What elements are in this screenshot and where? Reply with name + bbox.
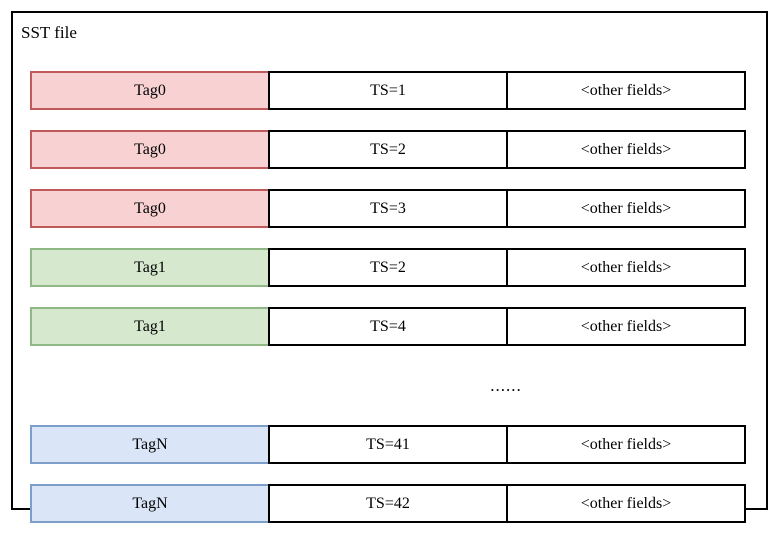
- sst-file-title: SST file: [21, 23, 77, 42]
- record-tag-cell: Tag1: [30, 307, 270, 346]
- record-timestamp-cell: TS=4: [268, 307, 508, 346]
- record-other-fields-cell: <other fields>: [506, 130, 746, 169]
- ellipsis-icon: ......: [490, 375, 522, 395]
- record-tag-cell: Tag0: [30, 130, 270, 169]
- record-other-fields-cell: <other fields>: [506, 307, 746, 346]
- record-tag-cell: TagN: [30, 484, 270, 523]
- record-timestamp-cell: TS=3: [268, 189, 508, 228]
- record-tag-cell: TagN: [30, 425, 270, 464]
- records-ellipsis-row: ......: [30, 366, 750, 405]
- record-other-fields-cell: <other fields>: [506, 425, 746, 464]
- record-timestamp-cell: TS=41: [268, 425, 508, 464]
- record-other-fields-cell: <other fields>: [506, 71, 746, 110]
- record-tag-cell: Tag0: [30, 71, 270, 110]
- record-timestamp-cell: TS=42: [268, 484, 508, 523]
- record-other-fields-cell: <other fields>: [506, 484, 746, 523]
- record-timestamp-cell: TS=2: [268, 248, 508, 287]
- record-tag-cell: Tag0: [30, 189, 270, 228]
- record-timestamp-cell: TS=2: [268, 130, 508, 169]
- record-tag-cell: Tag1: [30, 248, 270, 287]
- record-other-fields-cell: <other fields>: [506, 189, 746, 228]
- record-timestamp-cell: TS=1: [268, 71, 508, 110]
- record-other-fields-cell: <other fields>: [506, 248, 746, 287]
